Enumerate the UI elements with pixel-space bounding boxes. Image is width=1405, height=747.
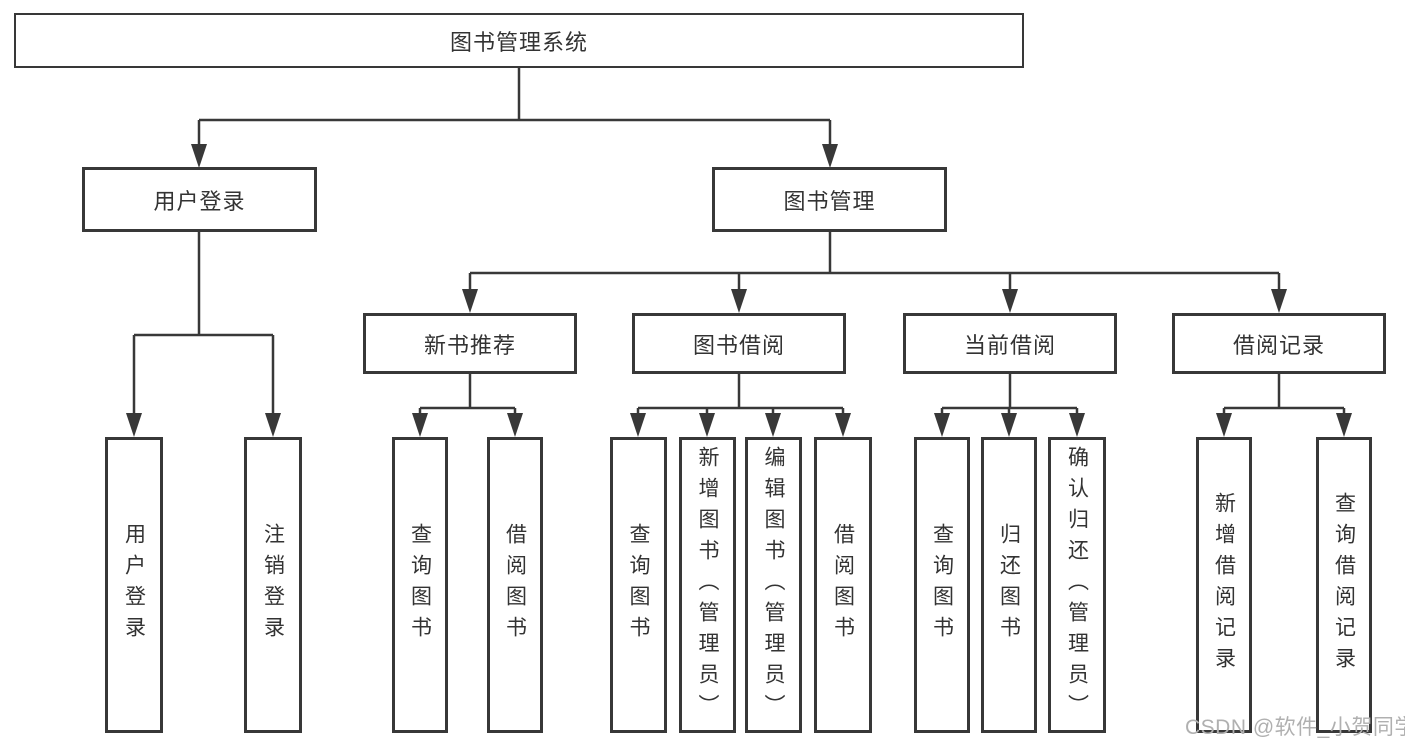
csdn-watermark: CSDN @软件_小贺同学 [1185, 716, 1405, 739]
leaf-cb-confirm-return-admin-label: 确认归还（管理员） [1065, 445, 1089, 725]
leaf-nb-borrow-books-label: 借阅图书 [503, 523, 527, 647]
node-book-management: 图书管理 [712, 167, 947, 232]
leaf-bb-add-books-admin: 新增图书（管理员） [679, 437, 736, 733]
connector-book-borrow-to-leaves [630, 374, 851, 437]
leaf-br-query-record: 查询借阅记录 [1316, 437, 1372, 733]
leaf-user-login: 用户登录 [105, 437, 163, 733]
leaf-br-add-record: 新增借阅记录 [1196, 437, 1252, 733]
leaf-nb-query-books: 查询图书 [392, 437, 448, 733]
leaf-bb-borrow-books: 借阅图书 [814, 437, 872, 733]
connector-root-to-level1 [191, 68, 838, 168]
node-borrow-records: 借阅记录 [1172, 313, 1386, 374]
leaf-bb-query-books-label: 查询图书 [627, 523, 650, 647]
leaf-cb-query-books: 查询图书 [914, 437, 970, 733]
leaf-cb-return-books-label: 归还图书 [997, 523, 1021, 647]
leaf-cb-confirm-return-admin: 确认归还（管理员） [1048, 437, 1106, 733]
leaf-bb-edit-books-admin: 编辑图书（管理员） [745, 437, 802, 733]
node-current-borrow: 当前借阅 [903, 313, 1117, 374]
node-book-borrow: 图书借阅 [632, 313, 846, 374]
connector-book-management-to-level2 [462, 232, 1287, 313]
leaf-nb-borrow-books: 借阅图书 [487, 437, 543, 733]
connector-user-login-to-leaves [126, 232, 281, 437]
leaf-br-add-record-label: 新增借阅记录 [1212, 492, 1236, 678]
leaf-nb-query-books-label: 查询图书 [408, 523, 432, 647]
leaf-br-query-record-label: 查询借阅记录 [1332, 492, 1356, 678]
connector-current-borrow-to-leaves [934, 374, 1085, 437]
leaf-bb-edit-books-admin-label: 编辑图书（管理员） [762, 445, 785, 725]
leaf-bb-query-books: 查询图书 [610, 437, 667, 733]
leaf-bb-borrow-books-label: 借阅图书 [831, 523, 855, 647]
connector-borrow-records-to-leaves [1216, 374, 1352, 437]
connector-new-book-recommend-to-leaves [412, 374, 523, 437]
leaf-cb-query-books-label: 查询图书 [930, 523, 954, 647]
leaf-logout-label: 注销登录 [261, 523, 285, 647]
leaf-user-login-label: 用户登录 [122, 523, 146, 647]
leaf-logout: 注销登录 [244, 437, 302, 733]
leaf-bb-add-books-admin-label: 新增图书（管理员） [696, 445, 719, 725]
node-root: 图书管理系统 [14, 13, 1024, 68]
node-new-book-recommend: 新书推荐 [363, 313, 577, 374]
leaf-cb-return-books: 归还图书 [981, 437, 1037, 733]
node-user-login: 用户登录 [82, 167, 317, 232]
